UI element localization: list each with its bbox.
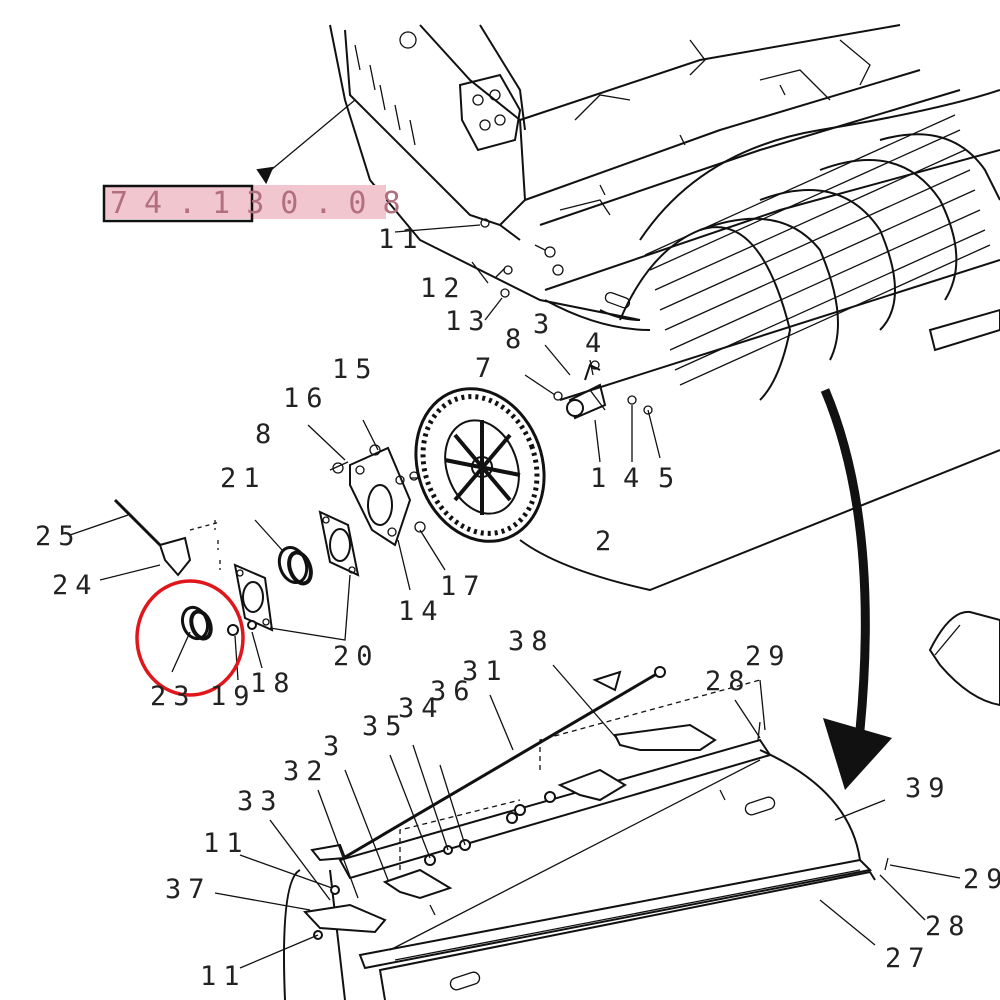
callout-33[interactable]: 33	[237, 786, 284, 817]
reference-box-frame	[102, 184, 254, 223]
leader-lines	[256, 99, 606, 411]
callout-14[interactable]: 14	[398, 596, 445, 627]
callout-20[interactable]: 20	[333, 641, 380, 672]
callout-19[interactable]: 19	[210, 681, 257, 712]
lower-cover-assembly	[214, 664, 961, 1000]
callout-31[interactable]: 31	[462, 656, 509, 687]
callout-8-middle[interactable]: 8	[255, 419, 278, 450]
bearing-assembly	[69, 419, 446, 681]
callout-27[interactable]: 27	[885, 943, 932, 974]
callout-4-upper[interactable]: 4	[585, 328, 608, 359]
callout-labels: 11 12 13 8 3 4 7 15 16 8 21 1 4 5 25 2 2…	[35, 224, 1000, 992]
callout-17[interactable]: 17	[440, 571, 487, 602]
callout-11-middle[interactable]: 11	[203, 828, 250, 859]
callout-29-upper[interactable]: 29	[745, 641, 792, 672]
reference-code: 74.130.08	[102, 184, 417, 223]
callout-7[interactable]: 7	[475, 353, 498, 384]
callout-11-lower[interactable]: 11	[200, 961, 247, 992]
callout-23[interactable]: 23	[150, 681, 197, 712]
callout-37[interactable]: 37	[165, 874, 212, 905]
callout-36[interactable]: 36	[430, 676, 477, 707]
callout-11-upper[interactable]: 11	[378, 224, 425, 255]
callout-18[interactable]: 18	[250, 668, 297, 699]
callout-21[interactable]: 21	[220, 463, 267, 494]
callout-24[interactable]: 24	[52, 570, 99, 601]
highlight-circle	[135, 579, 245, 697]
reference-code-text[interactable]: 74.130.08	[110, 186, 417, 221]
rotor-drum	[519, 89, 1000, 592]
sprocket-wheel	[414, 387, 546, 543]
callout-35[interactable]: 35	[362, 711, 409, 742]
callout-16[interactable]: 16	[283, 383, 330, 414]
callout-2[interactable]: 2	[595, 526, 618, 557]
reference-highlight	[103, 185, 386, 219]
main-frame	[329, 24, 1000, 321]
callout-12[interactable]: 12	[420, 273, 467, 304]
callout-1[interactable]: 1	[590, 463, 613, 494]
callout-29-lower[interactable]: 29	[963, 864, 1000, 895]
callout-13[interactable]: 13	[445, 306, 492, 337]
callout-4-middle[interactable]: 4	[623, 463, 646, 494]
callout-34[interactable]: 34	[398, 693, 445, 724]
callout-3-upper[interactable]: 3	[533, 309, 556, 340]
callout-5[interactable]: 5	[658, 463, 681, 494]
callout-15[interactable]: 15	[332, 354, 379, 385]
shaft-end-assembly	[394, 218, 661, 463]
leader-23	[171, 631, 191, 673]
callout-38[interactable]: 38	[508, 626, 555, 657]
callout-3-lower[interactable]: 3	[323, 731, 346, 762]
assembly-direction-arrow	[820, 388, 892, 790]
callout-8-upper[interactable]: 8	[505, 324, 528, 355]
callout-32[interactable]: 32	[283, 756, 330, 787]
callout-25[interactable]: 25	[35, 521, 82, 552]
callout-39[interactable]: 39	[905, 773, 952, 804]
side-bracket	[928, 610, 1000, 707]
callout-28-lower[interactable]: 28	[925, 911, 972, 942]
callout-28-upper[interactable]: 28	[705, 666, 752, 697]
